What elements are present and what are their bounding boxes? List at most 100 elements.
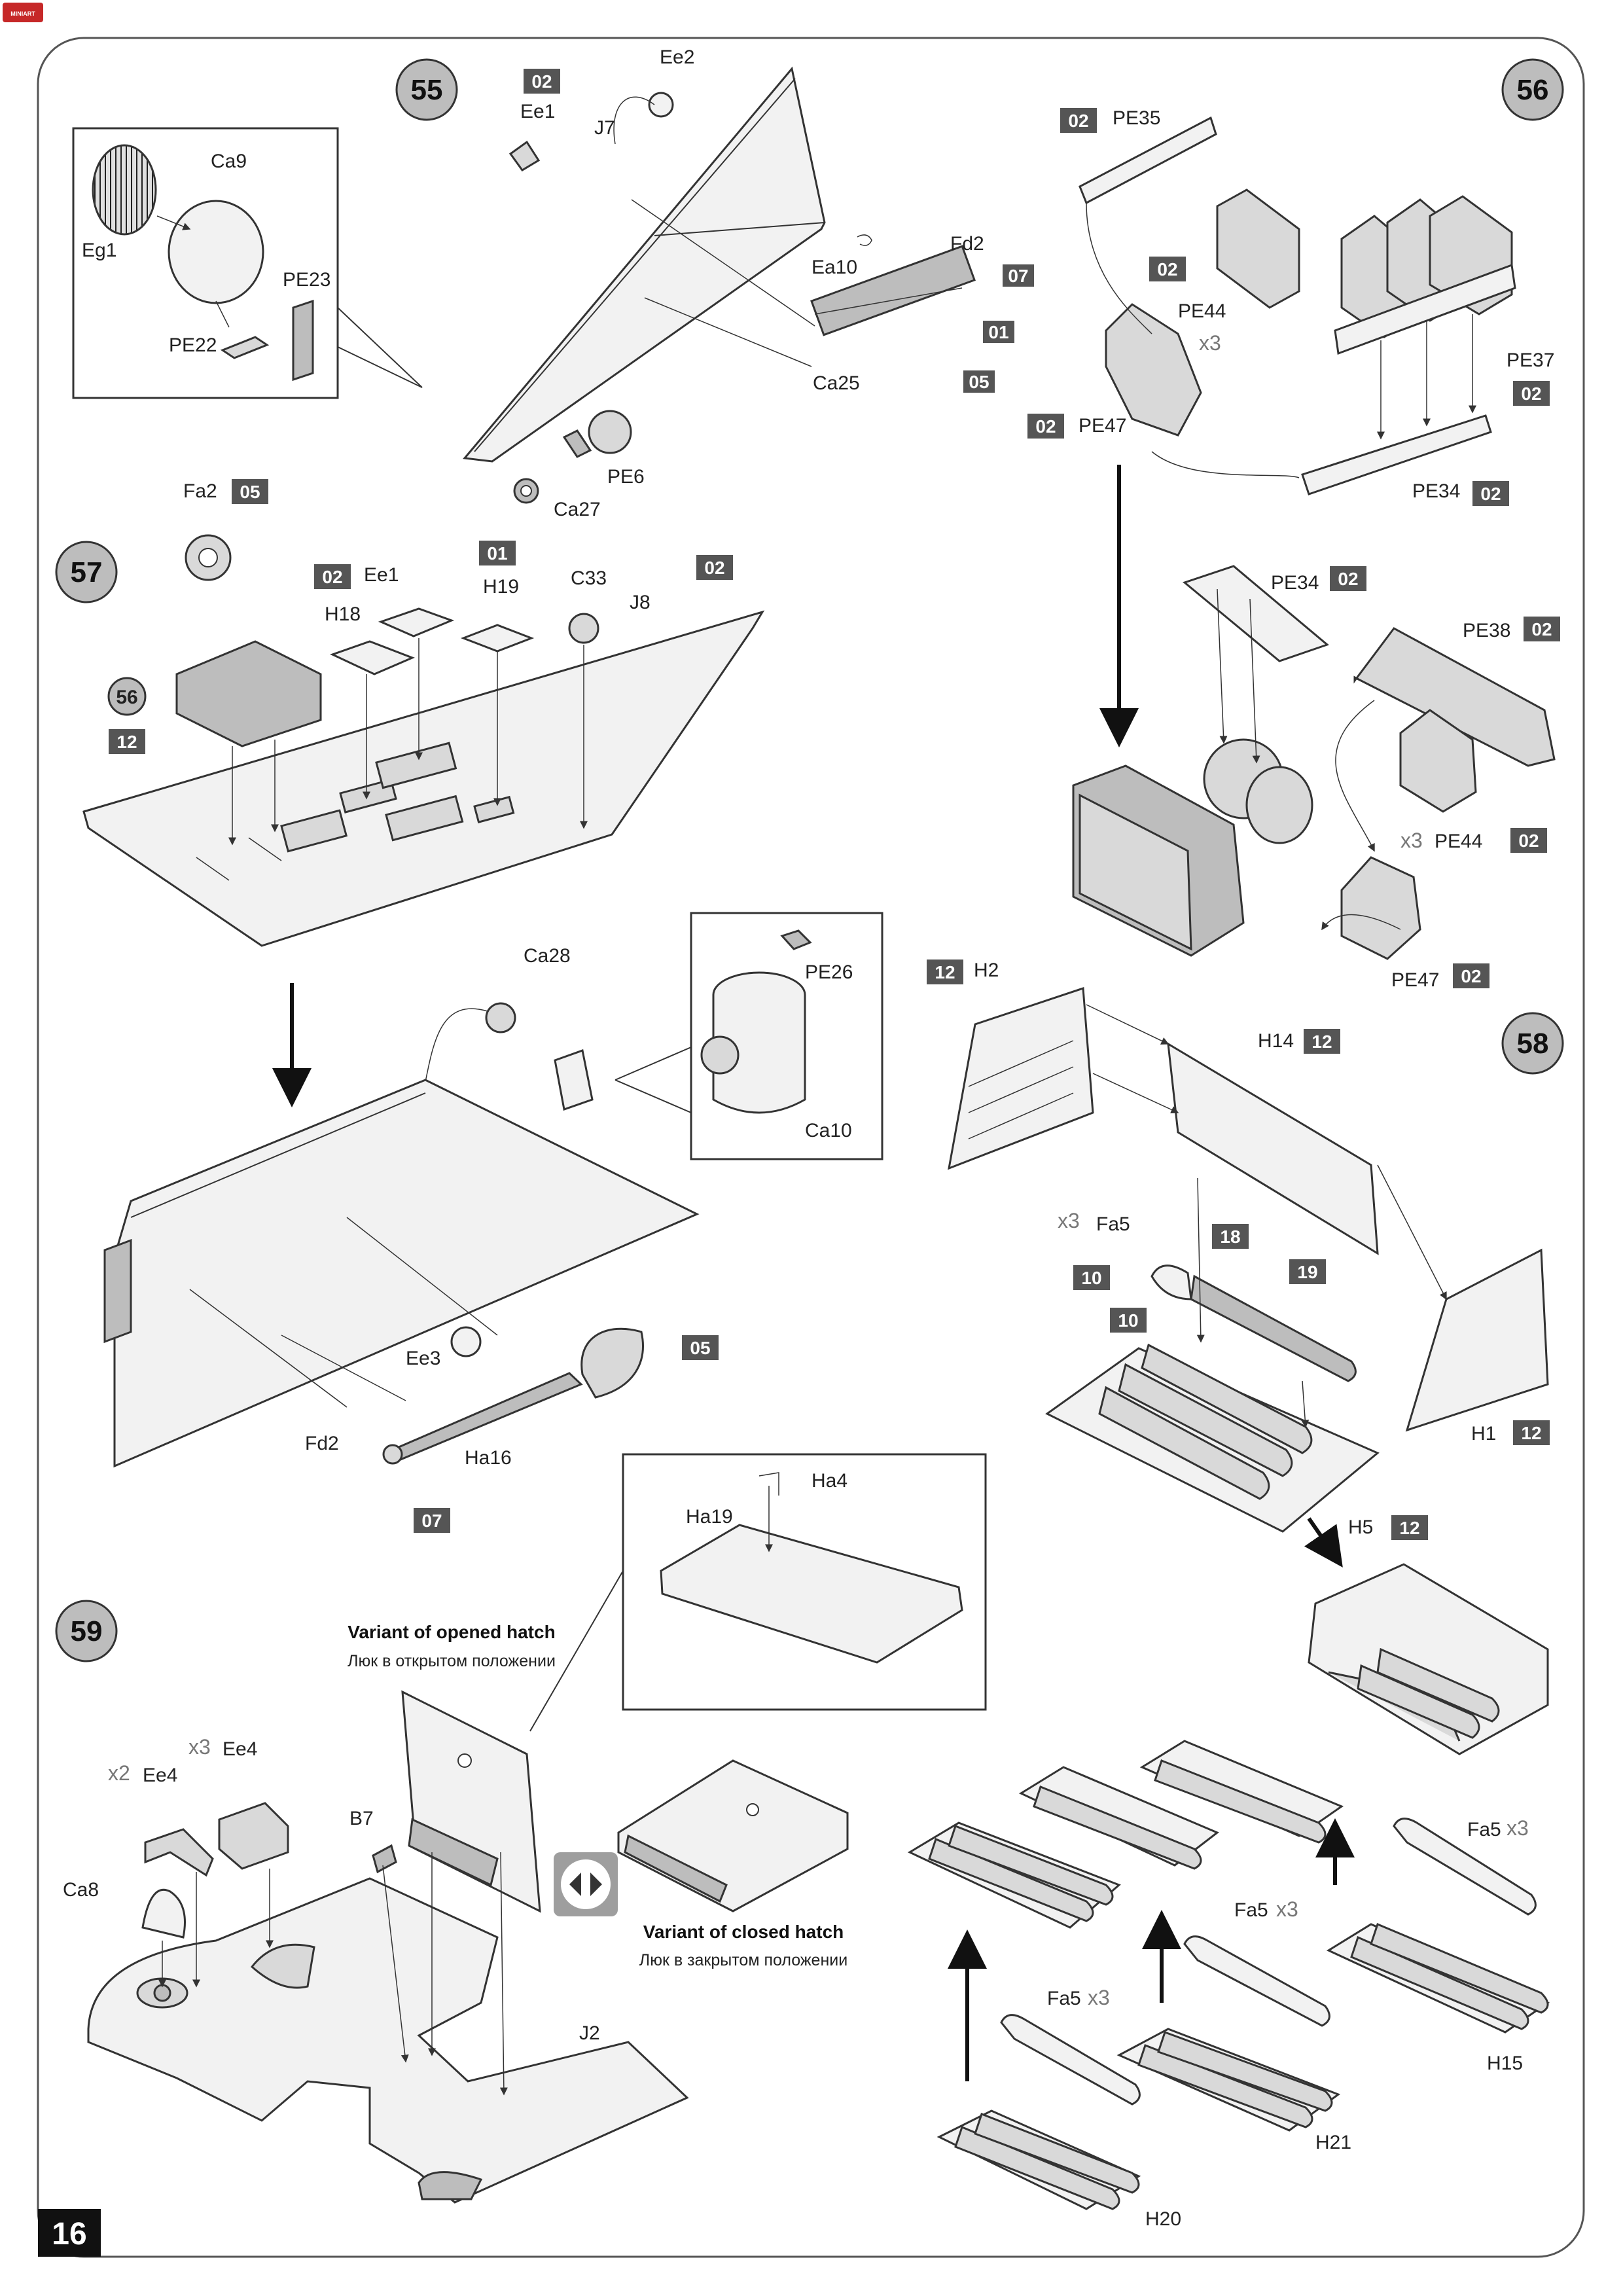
svg-text:07: 07: [1008, 266, 1028, 286]
top-plate-j8: [82, 610, 765, 947]
svg-text:Люк в закрытом положении: Люк в закрытом положении: [639, 1951, 847, 1969]
svg-text:H20: H20: [1145, 2208, 1181, 2230]
svg-text:J8: J8: [630, 592, 651, 613]
svg-text:x3: x3: [1276, 1897, 1298, 1921]
side-panel-j7: [463, 66, 826, 463]
svg-text:01: 01: [988, 322, 1008, 342]
svg-text:02: 02: [704, 558, 724, 578]
svg-text:x3: x3: [1400, 829, 1423, 852]
svg-text:Fd2: Fd2: [950, 233, 984, 255]
svg-text:PE47: PE47: [1079, 415, 1126, 437]
svg-text:56: 56: [116, 687, 137, 708]
svg-text:Fa5: Fa5: [1096, 1213, 1130, 1235]
svg-text:Ee3: Ee3: [406, 1348, 440, 1369]
svg-text:Fa2: Fa2: [183, 480, 217, 502]
svg-text:Ca28: Ca28: [524, 945, 571, 967]
svg-text:02: 02: [1068, 111, 1088, 131]
svg-text:02: 02: [322, 567, 342, 587]
svg-text:05: 05: [969, 372, 989, 392]
svg-text:02: 02: [1157, 259, 1177, 279]
svg-text:C33: C33: [571, 567, 607, 589]
headlight-grille: [92, 144, 157, 236]
svg-text:12: 12: [1311, 1031, 1332, 1052]
svg-text:Fa5: Fa5: [1234, 1899, 1268, 1921]
svg-text:PE23: PE23: [283, 269, 330, 291]
svg-text:02: 02: [1480, 484, 1501, 504]
svg-text:x2: x2: [108, 1761, 130, 1785]
svg-text:J7: J7: [594, 117, 615, 139]
step-number: 55: [411, 74, 443, 106]
svg-text:Ca8: Ca8: [63, 1879, 99, 1901]
svg-text:18: 18: [1220, 1227, 1240, 1247]
svg-text:PE6: PE6: [607, 466, 645, 488]
svg-text:Ee2: Ee2: [660, 46, 694, 68]
svg-text:H14: H14: [1258, 1030, 1294, 1052]
svg-text:B7: B7: [349, 1808, 374, 1829]
svg-text:H19: H19: [483, 576, 519, 598]
swap-variant-icon: [554, 1852, 618, 1916]
svg-text:05: 05: [690, 1338, 710, 1358]
svg-text:Ha16: Ha16: [465, 1447, 512, 1469]
svg-text:PE34: PE34: [1412, 480, 1460, 502]
svg-text:02: 02: [531, 71, 552, 92]
svg-text:x3: x3: [1088, 1986, 1110, 2009]
svg-text:Ee1: Ee1: [520, 101, 555, 122]
svg-text:x3: x3: [1058, 1209, 1080, 1232]
svg-text:Ca10: Ca10: [805, 1120, 852, 1141]
svg-text:02: 02: [1461, 966, 1481, 986]
svg-text:PE26: PE26: [805, 961, 853, 983]
step-59: 59 Ha4 Ha19 Variant of opened hatch Люк …: [55, 1453, 987, 2204]
svg-text:Variant of opened hatch: Variant of opened hatch: [348, 1622, 555, 1642]
svg-text:PE35: PE35: [1113, 107, 1160, 129]
svg-text:PE38: PE38: [1463, 620, 1510, 641]
svg-text:Ee4: Ee4: [143, 1765, 177, 1786]
page-frame: [37, 37, 1585, 2258]
svg-text:PE37: PE37: [1507, 350, 1554, 371]
brand-logo: MINIART: [3, 3, 43, 22]
svg-text:H18: H18: [325, 603, 361, 625]
svg-text:16: 16: [52, 2217, 86, 2251]
svg-text:Fd2: Fd2: [305, 1433, 339, 1454]
hull-roof-j2: [87, 1877, 689, 2204]
headlight-body: [168, 200, 264, 304]
page-number: 16: [38, 2209, 101, 2257]
svg-text:H21: H21: [1315, 2132, 1351, 2153]
svg-text:Variant of closed hatch: Variant of closed hatch: [643, 1922, 844, 1942]
step-55: 55 Eg1 Ca9 PE23 PE22 Ca25 Ee1 02 Ee2 J7 …: [72, 46, 1034, 520]
svg-text:05: 05: [240, 482, 260, 502]
svg-text:J2: J2: [579, 2022, 600, 2044]
svg-text:19: 19: [1297, 1262, 1317, 1282]
svg-text:Ca9: Ca9: [211, 151, 247, 172]
svg-text:PE44: PE44: [1435, 831, 1482, 852]
step-number: 56: [1517, 74, 1549, 106]
svg-text:Ca25: Ca25: [813, 372, 860, 394]
svg-text:Ee4: Ee4: [223, 1738, 257, 1760]
svg-text:MINIART: MINIART: [10, 10, 35, 17]
svg-text:Ha4: Ha4: [812, 1470, 847, 1492]
svg-text:10: 10: [1118, 1310, 1138, 1331]
svg-text:Люк в открытом положении: Люк в открытом положении: [348, 1652, 556, 1670]
step-56: 56 02 PE35 02 PE44 x3 PE37 02 02 PE47 PE…: [1027, 58, 1564, 991]
svg-text:02: 02: [1521, 384, 1541, 404]
svg-text:PE47: PE47: [1391, 969, 1439, 991]
step-number: 57: [71, 556, 103, 588]
svg-text:12: 12: [1521, 1423, 1541, 1443]
step-number: 59: [71, 1615, 103, 1647]
svg-text:x3: x3: [188, 1735, 211, 1759]
svg-text:H1: H1: [1471, 1423, 1496, 1444]
svg-text:x3: x3: [1199, 331, 1221, 355]
svg-text:Ee1: Ee1: [364, 564, 399, 586]
svg-text:PE22: PE22: [169, 334, 217, 356]
svg-text:10: 10: [1081, 1268, 1101, 1288]
svg-text:Ha19: Ha19: [686, 1506, 733, 1528]
step-58: 58 12 H2 H14 12 H1 12 x3 Fa5 10 10 18 19: [907, 960, 1564, 2230]
svg-text:02: 02: [1035, 416, 1056, 437]
svg-text:02: 02: [1518, 831, 1539, 851]
svg-text:12: 12: [116, 732, 137, 752]
svg-text:02: 02: [1338, 569, 1358, 589]
svg-text:Ca27: Ca27: [554, 499, 601, 520]
step-number: 58: [1517, 1028, 1549, 1060]
svg-text:Fa5: Fa5: [1467, 1819, 1501, 1840]
svg-text:x3: x3: [1507, 1816, 1529, 1840]
